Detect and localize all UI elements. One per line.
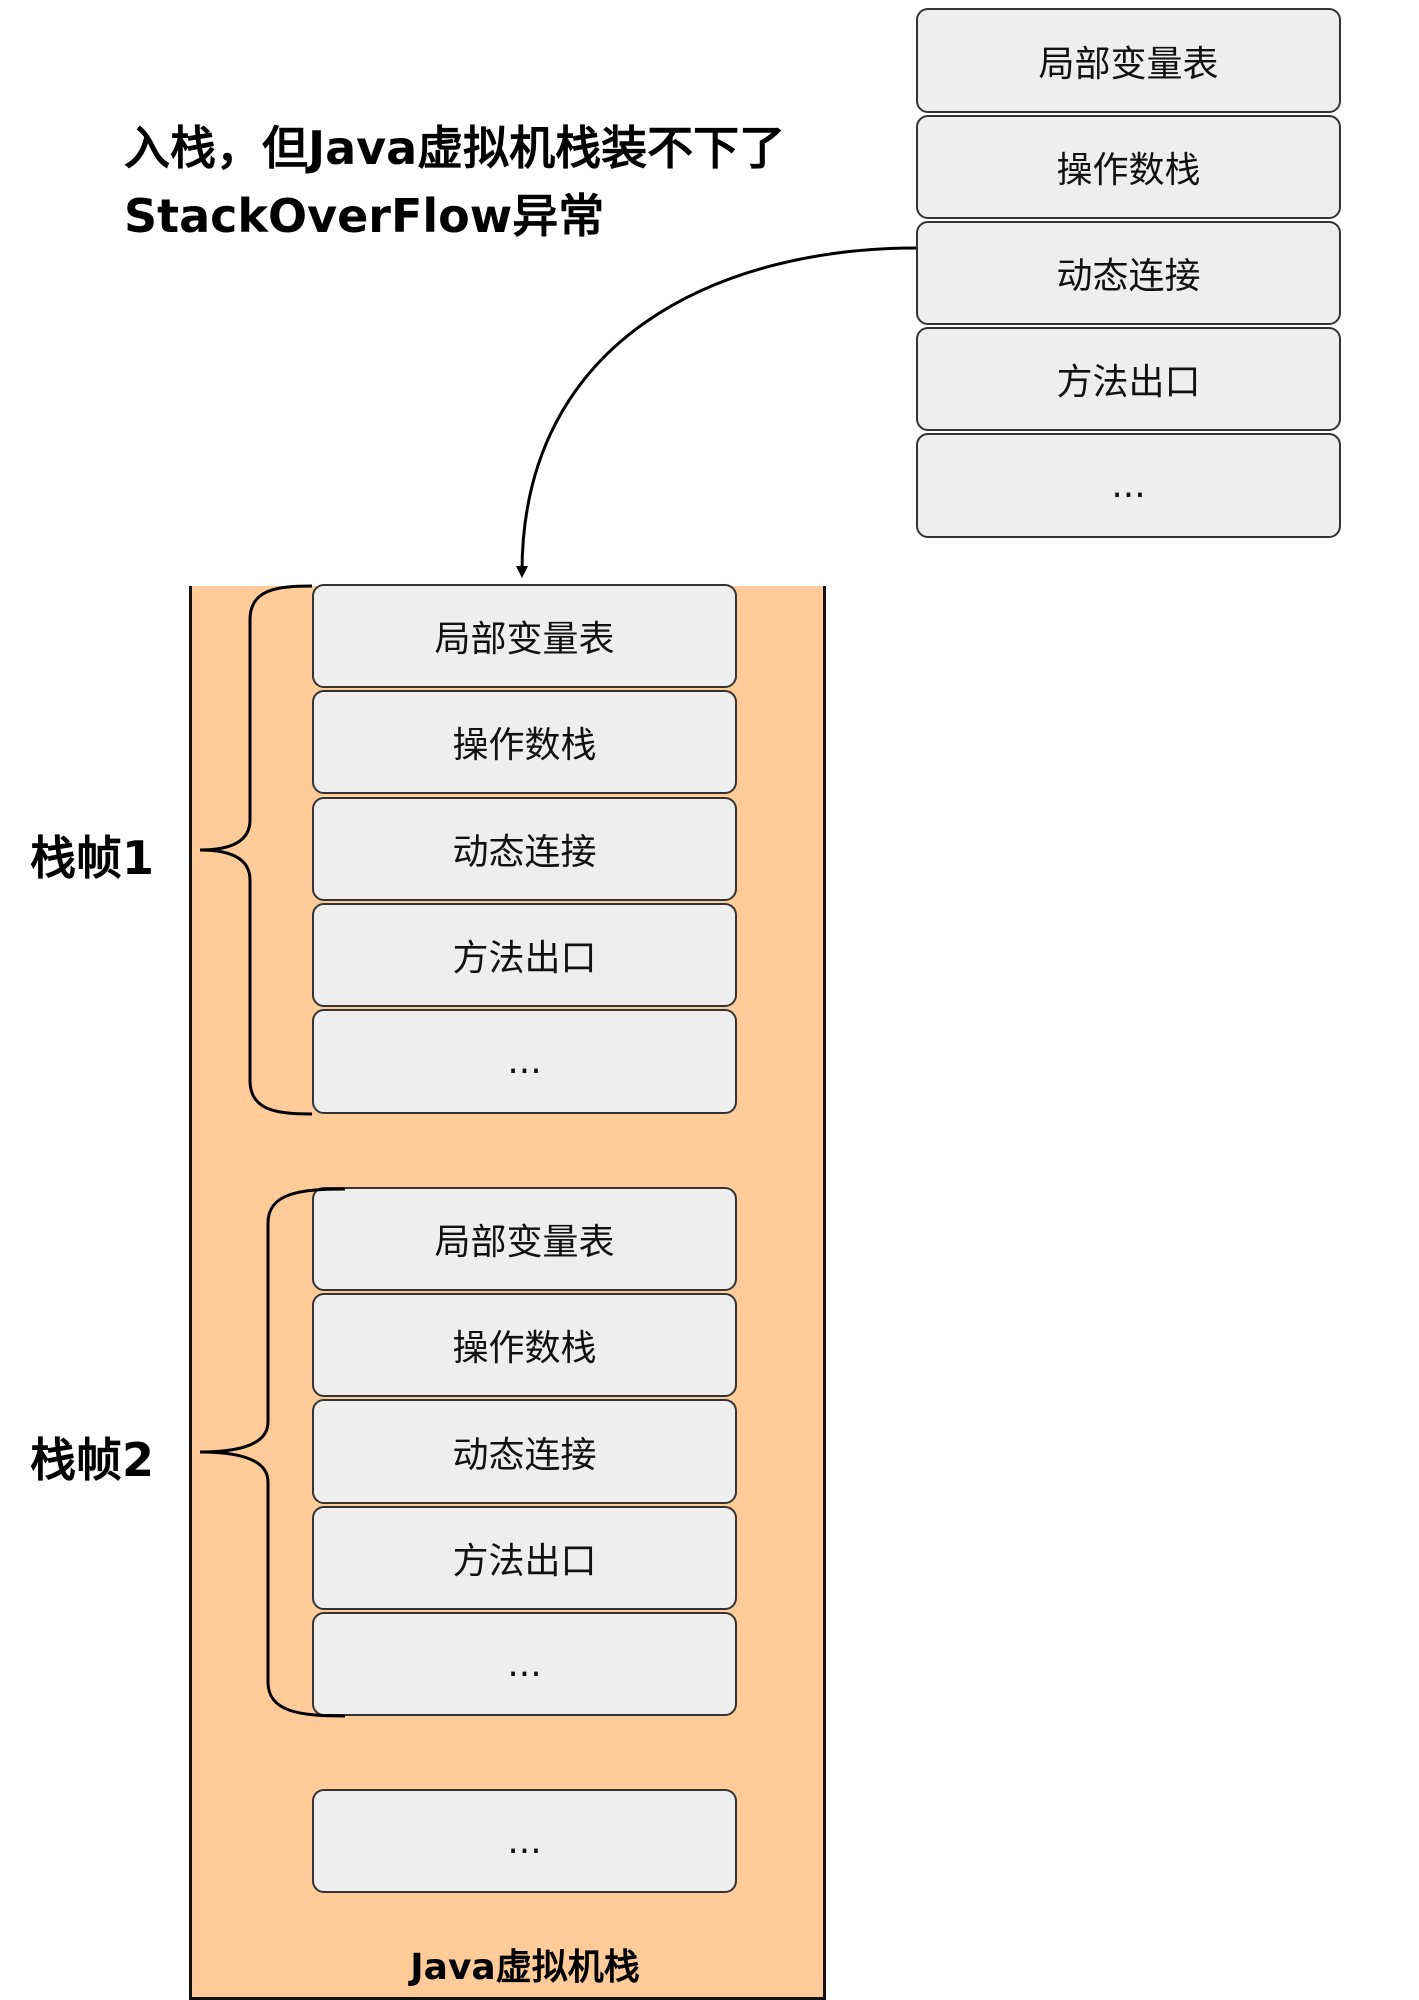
frame1-cell-dynamic-link: 动态连接 xyxy=(312,797,737,901)
frame1-label: 栈帧1 xyxy=(30,831,155,885)
push-arrow xyxy=(516,246,917,578)
frame2-cell-return: 方法出口 xyxy=(312,1506,737,1610)
annotation-line1: 入栈，但Java虚拟机栈装不下了 xyxy=(124,121,786,175)
frame1-cell-locals: 局部变量表 xyxy=(312,584,737,688)
annotation-line2: StackOverFlow异常 xyxy=(124,189,605,243)
frame2-cell-more: ... xyxy=(312,1612,737,1716)
incoming-cell-locals: 局部变量表 xyxy=(916,8,1341,113)
incoming-cell-more: ... xyxy=(916,433,1341,538)
frame1-brace xyxy=(199,584,313,1116)
incoming-cell-operand-stack: 操作数栈 xyxy=(916,115,1341,219)
frame1-cell-return: 方法出口 xyxy=(312,903,737,1007)
stack-title: Java虚拟机栈 xyxy=(410,1947,640,1988)
frame2-cell-locals: 局部变量表 xyxy=(312,1187,737,1291)
incoming-cell-dynamic-link: 动态连接 xyxy=(916,221,1341,325)
frame2-brace xyxy=(199,1187,346,1718)
frame2-label: 栈帧2 xyxy=(30,1433,155,1487)
frame1-cell-more: ... xyxy=(312,1009,737,1114)
frame2-cell-operand-stack: 操作数栈 xyxy=(312,1293,737,1397)
stack-more-cell: ... xyxy=(312,1789,737,1893)
frame1-cell-operand-stack: 操作数栈 xyxy=(312,690,737,794)
frame2-cell-dynamic-link: 动态连接 xyxy=(312,1399,737,1504)
incoming-cell-return: 方法出口 xyxy=(916,327,1341,431)
